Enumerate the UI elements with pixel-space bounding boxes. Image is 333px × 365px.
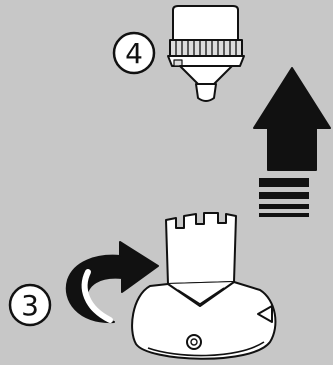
- filter-housing-icon: [131, 212, 277, 360]
- step-4-badge: 4: [112, 31, 156, 75]
- up-arrow-icon: [253, 67, 331, 217]
- step-4-number: 4: [125, 37, 143, 70]
- step-3-circle: [8, 283, 52, 327]
- step-4-circle: [112, 31, 156, 75]
- curved-rotate-arrow-icon: [65, 241, 159, 324]
- step-3-badge: 3: [8, 283, 52, 327]
- step-3-number: 3: [21, 289, 39, 322]
- filter-cartridge-icon: [167, 5, 245, 102]
